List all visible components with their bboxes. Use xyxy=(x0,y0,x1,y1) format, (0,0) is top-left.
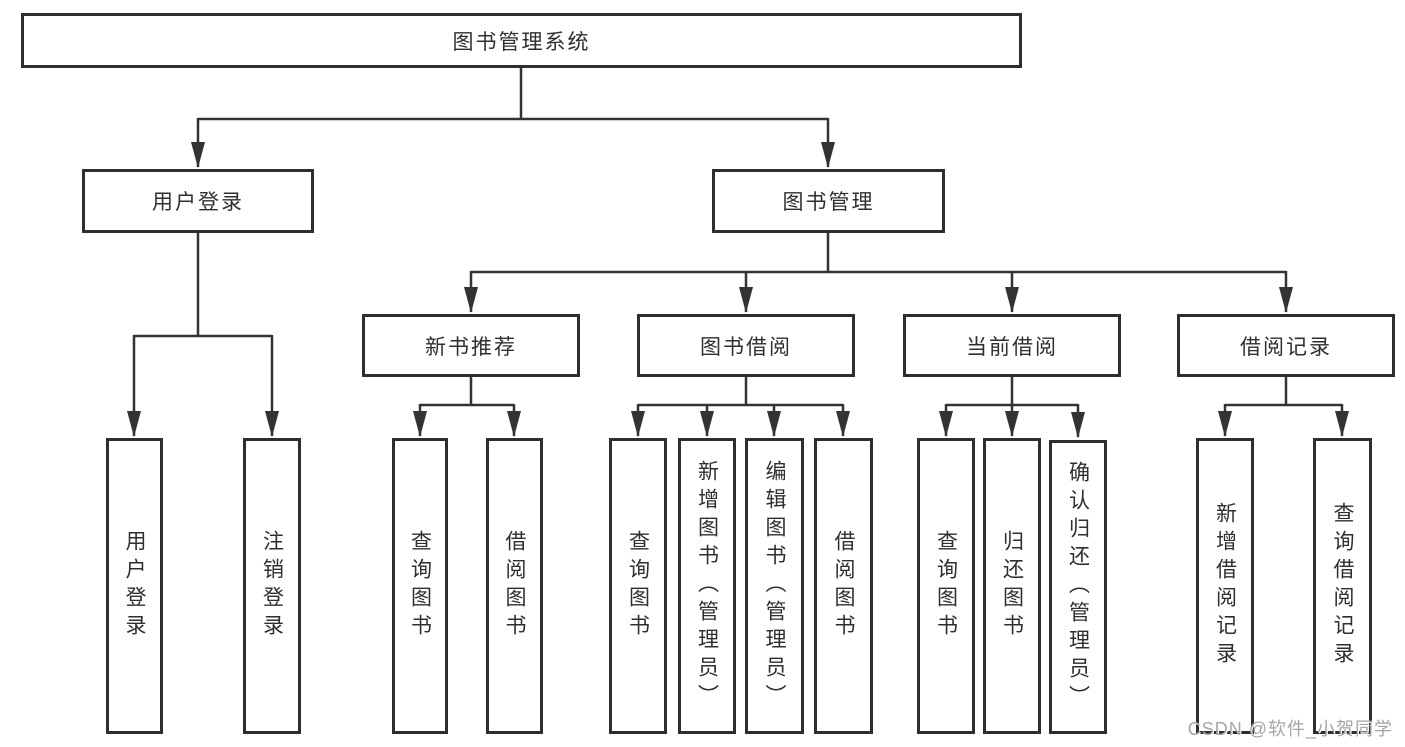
node-cb-confirm-return-admin: 确认归还（管理员） xyxy=(1049,440,1107,734)
node-label: 借阅图书 xyxy=(832,530,855,642)
node-current-borrow: 当前借阅 xyxy=(903,314,1121,377)
node-label: 注销登录 xyxy=(260,530,284,642)
node-user-login: 用户登录 xyxy=(82,169,314,233)
node-label: 查询借阅记录 xyxy=(1331,502,1354,670)
node-nbr-borrow-books: 借阅图书 xyxy=(486,438,543,734)
node-label: 新增借阅记录 xyxy=(1213,502,1237,670)
node-user-login-leaf: 用户登录 xyxy=(106,438,163,734)
node-bb-edit-books-admin: 编辑图书（管理员） xyxy=(745,438,804,734)
node-br-add-borrow-record: 新增借阅记录 xyxy=(1196,438,1254,734)
node-root: 图书管理系统 xyxy=(21,13,1022,68)
node-label: 编辑图书（管理员） xyxy=(763,460,786,712)
node-cb-return-books: 归还图书 xyxy=(983,438,1041,734)
node-logout-leaf: 注销登录 xyxy=(243,438,301,734)
csdn-watermark: CSDN @软件_小贺同学 xyxy=(1187,719,1393,739)
node-label: 确认归还（管理员） xyxy=(1066,461,1090,713)
node-book-borrow: 图书借阅 xyxy=(637,314,855,377)
node-bb-add-books-admin: 新增图书（管理员） xyxy=(678,438,736,734)
node-br-query-borrow-record: 查询借阅记录 xyxy=(1313,438,1372,734)
node-label: 查询图书 xyxy=(626,530,650,642)
node-bb-query-books: 查询图书 xyxy=(609,438,667,734)
node-label: 查询图书 xyxy=(934,530,958,642)
node-label: 新增图书（管理员） xyxy=(695,460,719,712)
node-book-mgmt: 图书管理 xyxy=(712,169,945,233)
node-label: 查询图书 xyxy=(408,530,432,642)
node-label: 归还图书 xyxy=(1000,530,1024,642)
node-new-book-rec: 新书推荐 xyxy=(362,314,580,377)
node-borrow-record: 借阅记录 xyxy=(1177,314,1395,377)
node-cb-query-books: 查询图书 xyxy=(917,438,975,734)
node-label: 借阅图书 xyxy=(503,530,526,642)
node-nbr-query-books: 查询图书 xyxy=(392,438,448,734)
node-label: 用户登录 xyxy=(123,530,146,642)
node-bb-borrow-books: 借阅图书 xyxy=(814,438,873,734)
